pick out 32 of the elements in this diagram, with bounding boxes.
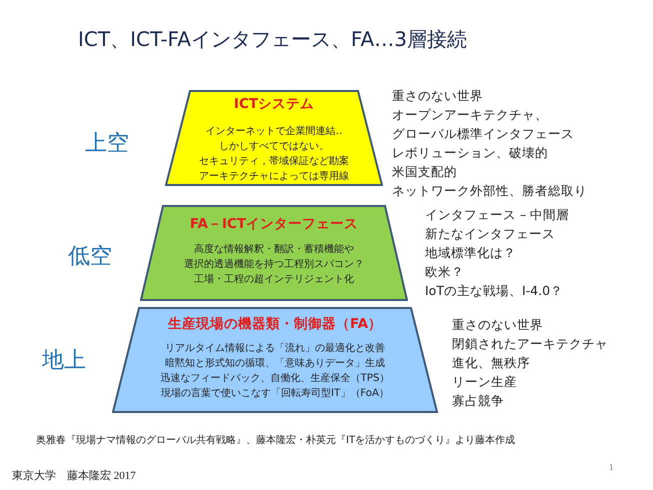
trapezoid-box xyxy=(112,307,438,413)
layer-heading: FA－ICTインターフェース xyxy=(188,215,360,233)
layer-name: 地上 xyxy=(42,347,86,375)
footer-text: 東京大学 藤本隆宏 2017 xyxy=(12,468,136,483)
note-text: リーン生産 xyxy=(452,374,517,391)
note-text: 重さのない世界 xyxy=(452,317,543,334)
note-text: レボリューション、破壊的 xyxy=(392,145,548,162)
layer-description: 高度な情報解釈・翻訳・蓄積機能や選択的透過機能を持つ工程別スパコン？工場・工程の超インテリジェント化 xyxy=(183,242,365,287)
note-text: 地域標準化は？ xyxy=(425,245,516,262)
title: ICT、ICT-FAインタフェース、FA…3層接続 xyxy=(78,26,467,53)
layer-name: 低空 xyxy=(68,243,112,271)
note-text: 進化、無秩序 xyxy=(452,355,530,372)
source-note: 奥雅春『現場ナマ情報のグローバル共有戦略』、藤本隆宏・朴英元『ITを活かすものづくり』より藤本作成 xyxy=(36,434,516,447)
note-text: ネットワーク外部性、勝者総取り xyxy=(392,183,587,200)
note-text: 重さのない世界 xyxy=(392,88,483,105)
layer-description: インターネットで企業間連結‥しかしすべてではない。セキュリティ，帯域保証など勘案アーキテクチャによっては専用線 xyxy=(198,124,350,184)
layer-heading: 生産現場の機器類・制御器（FA） xyxy=(166,315,384,333)
layer-name: 上空 xyxy=(85,130,129,158)
trapezoid-box xyxy=(140,205,408,301)
page-number: 1 xyxy=(609,462,614,472)
note-text: IoTの主な戦場、I-4.0？ xyxy=(425,283,564,300)
note-text: 寡占競争 xyxy=(452,393,504,410)
note-text: 欧米？ xyxy=(425,264,464,281)
note-text: オープンアーキテクチャ、 xyxy=(392,107,548,124)
layer-description: リアルタイム情報による「流れ」の最適化と改善暗黙知と形式知の循環、「意味ありデータ」生成迅速なフィードバック、自働化、生産保全（TPS）現場の言葉で使いこなす「回転寿司型IT」（FoA） xyxy=(160,342,390,401)
note-text: 米国支配的 xyxy=(392,164,457,181)
note-text: 新たなインタフェース xyxy=(425,226,555,243)
note-text: グローバル標準インタフェース xyxy=(392,126,574,143)
trapezoid-box xyxy=(165,90,383,186)
layer-heading: ICTシステム xyxy=(232,95,316,113)
note-text: 閉鎖されたアーキテクチャ xyxy=(452,336,608,353)
note-text: インタフェース – 中間層 xyxy=(425,207,570,224)
